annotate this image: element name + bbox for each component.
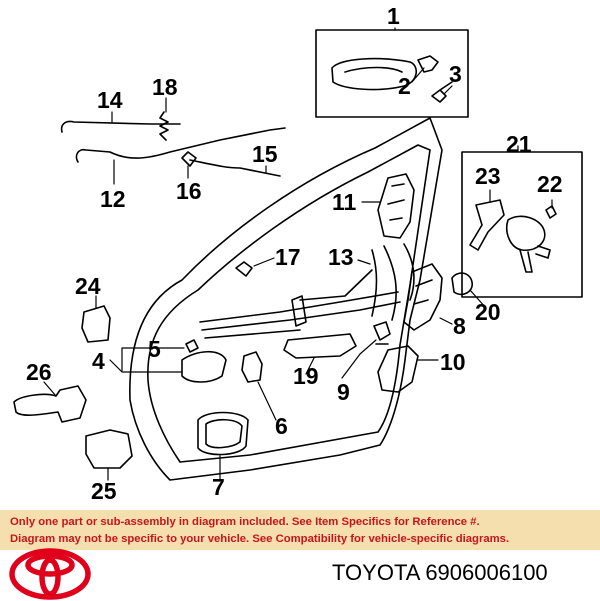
callout-12: 12 (100, 186, 126, 212)
bracket-part-6 (241, 351, 263, 383)
lock-cylinder-part (506, 215, 546, 252)
hinge-part-26 (13, 385, 87, 423)
callout-26: 26 (26, 359, 52, 385)
inside-handle-part-4 (181, 350, 227, 383)
toyota-logo-icon (9, 548, 91, 600)
screw-part-22 (545, 205, 557, 219)
rod-part-13 (371, 243, 415, 321)
callout-10: 10 (440, 349, 466, 375)
window-edge (299, 269, 373, 301)
callout-18: 18 (152, 74, 178, 100)
callout-numbers: 1 2 3 4 5 6 7 8 9 10 11 12 13 14 15 16 1… (26, 3, 563, 504)
bracket-part-9 (373, 321, 391, 345)
callout-9: 9 (337, 379, 350, 405)
callout-24: 24 (75, 273, 101, 299)
callout-15: 15 (252, 141, 278, 167)
leader-lines (43, 27, 553, 481)
outside-handle-part (331, 57, 417, 91)
brand-part-number: TOYOTA 6906006100 (332, 560, 548, 585)
bracket-part-24 (81, 305, 111, 343)
lock-housing-part (469, 199, 505, 251)
callout-21: 21 (506, 131, 532, 157)
grommet-part-20 (451, 272, 473, 296)
latch-part-11 (377, 173, 415, 239)
callout-14: 14 (97, 87, 123, 113)
callout-17: 17 (275, 244, 301, 270)
callout-23: 23 (475, 163, 501, 189)
clip-part-16 (181, 151, 197, 167)
rod-part-15 (189, 159, 281, 177)
callout-13: 13 (328, 244, 354, 270)
handle-group-box (315, 29, 469, 118)
door-inner-outline (147, 144, 431, 463)
callout-4: 4 (92, 348, 105, 374)
hinge-part-25 (85, 429, 133, 469)
callout-1: 1 (387, 3, 400, 29)
door-lock-parts-diagram: 1 2 3 4 5 6 7 8 9 10 11 12 13 14 15 16 1… (13, 3, 583, 504)
callout-25: 25 (91, 478, 117, 504)
callout-16: 16 (176, 178, 202, 204)
spring-part-18 (159, 111, 169, 141)
callout-5: 5 (148, 336, 161, 362)
lock-cylinder-group-box (461, 151, 583, 298)
door-frame-outline (129, 117, 443, 481)
callout-19: 19 (293, 363, 319, 389)
bezel-part-7 (197, 411, 249, 456)
callout-20: 20 (475, 299, 501, 325)
compatibility-notice-banner: Only one part or sub-assembly in diagram… (0, 510, 600, 550)
linkage-rods (199, 291, 401, 339)
callout-11: 11 (332, 189, 357, 215)
callout-3: 3 (449, 61, 462, 87)
clip-part-2 (417, 55, 439, 73)
callout-7: 7 (212, 474, 225, 500)
rod-part-14 (60, 120, 181, 133)
callout-22: 22 (537, 171, 563, 197)
notice-line-2: Diagram may not be specific to your vehi… (10, 533, 510, 545)
cover-part-10 (377, 345, 419, 393)
clip-part-17 (235, 261, 253, 277)
notice-line-1: Only one part or sub-assembly in diagram… (10, 516, 480, 528)
callout-8: 8 (453, 313, 466, 339)
callout-6: 6 (275, 413, 288, 439)
callout-2: 2 (398, 73, 411, 99)
screw-part-5 (185, 339, 199, 353)
rod-part-12 (75, 127, 286, 163)
plate-part-19 (283, 333, 357, 359)
screw-part-3 (431, 81, 453, 103)
lock-actuator-part-8 (403, 263, 443, 331)
